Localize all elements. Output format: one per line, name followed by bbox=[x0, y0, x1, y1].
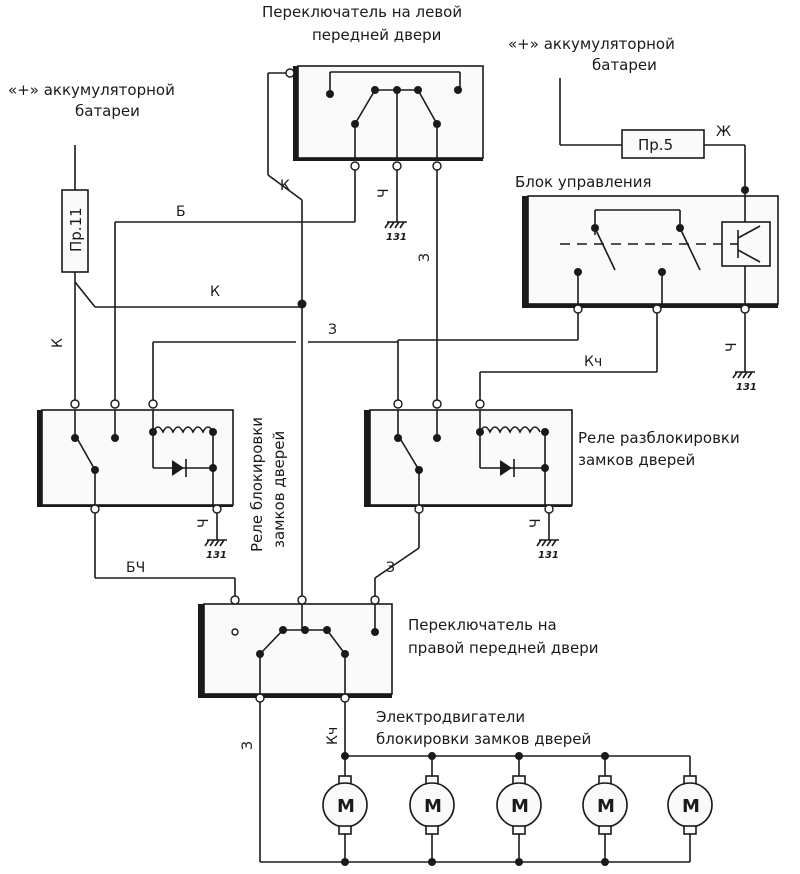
battery-left-label-1: «+» аккумуляторной bbox=[8, 81, 175, 99]
svg-text:M: M bbox=[597, 796, 615, 817]
unlock-relay bbox=[369, 409, 573, 506]
battery-left-label-2: батареи bbox=[75, 102, 140, 120]
svg-text:131: 131 bbox=[386, 232, 407, 243]
wire-label-ch-top: Ч bbox=[376, 188, 392, 198]
wire-label-b: Б bbox=[176, 204, 186, 220]
wire-label-ch-unlock: Ч bbox=[528, 518, 544, 528]
left-door-switch bbox=[297, 65, 484, 159]
svg-text:M: M bbox=[337, 796, 355, 817]
unlock-relay-label-2: замков дверей bbox=[578, 451, 695, 469]
lock-relay-label-2: замков дверей bbox=[270, 431, 288, 548]
svg-text:131: 131 bbox=[206, 550, 227, 561]
wire-label-k-top: К bbox=[280, 178, 290, 194]
svg-text:M: M bbox=[682, 796, 700, 817]
wire-label-z-vert: З bbox=[417, 253, 433, 262]
left-switch-label-1: Переключатель на левой bbox=[262, 3, 462, 21]
svg-text:M: M bbox=[511, 796, 529, 817]
svg-text:M: M bbox=[424, 796, 442, 817]
wire-label-k-left: К bbox=[50, 338, 66, 348]
wire-label-z-horiz: З bbox=[328, 322, 337, 338]
motor-1: M bbox=[322, 752, 368, 866]
unlock-relay-label-1: Реле разблокировки bbox=[578, 429, 740, 447]
lock-relay-label-1: Реле блокировки bbox=[248, 417, 266, 552]
wire-label-ch-cu: Ч bbox=[724, 342, 740, 352]
ground-left-switch: 131 bbox=[384, 221, 407, 243]
wire-label-ch-lock: Ч bbox=[196, 518, 212, 528]
wire-label-kch-motor: Кч bbox=[325, 727, 341, 745]
svg-text:131: 131 bbox=[538, 550, 559, 561]
fuse-pr5-label: Пр.5 bbox=[638, 136, 673, 154]
motors-label-1: Электродвигатели bbox=[376, 708, 525, 726]
wire-label-k-mid: К bbox=[210, 284, 220, 300]
svg-text:131: 131 bbox=[736, 382, 757, 393]
ground-lock-relay: 131 bbox=[204, 539, 227, 561]
lock-relay bbox=[41, 409, 234, 506]
control-unit-label: Блок управления bbox=[515, 173, 652, 191]
ground-unlock-relay: 131 bbox=[536, 539, 559, 561]
wire-label-z-bottom: З bbox=[386, 560, 395, 576]
right-door-switch bbox=[203, 603, 393, 695]
motor-2: M bbox=[409, 752, 455, 866]
wire-label-z-motor: З bbox=[240, 741, 256, 750]
fuse-pr11-label: Пр.11 bbox=[67, 207, 85, 252]
right-switch-label-1: Переключатель на bbox=[408, 616, 557, 634]
battery-right-label-2: батареи bbox=[592, 56, 657, 74]
wire-label-bch: БЧ bbox=[126, 560, 145, 576]
right-switch-label-2: правой передней двери bbox=[408, 639, 598, 657]
wire-label-kch-top: Кч bbox=[584, 354, 602, 370]
fuse-pr5 bbox=[621, 129, 705, 159]
motor-4: M bbox=[582, 752, 628, 866]
wire-label-zh: Ж bbox=[716, 124, 731, 140]
motor-3: M bbox=[496, 752, 542, 866]
motors-label-2: блокировки замков дверей bbox=[376, 730, 591, 748]
left-switch-label-2: передней двери bbox=[312, 26, 441, 44]
motor-5: M bbox=[667, 756, 713, 862]
ground-control-unit: 131 bbox=[732, 371, 757, 393]
battery-right-label-1: «+» аккумуляторной bbox=[508, 35, 675, 53]
